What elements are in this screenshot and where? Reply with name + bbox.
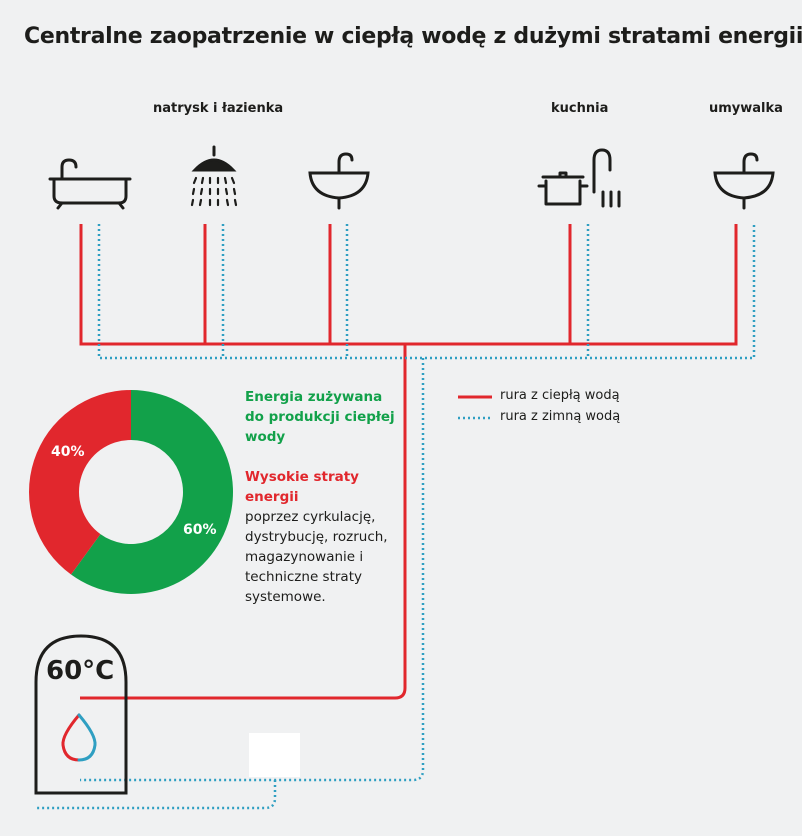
boiler-temperature: 60°C [46,656,115,686]
pie-slice-energy-loss [29,390,132,575]
cold-pipe-network [35,224,756,810]
faucet-icon [592,148,621,208]
legend-cold-label: rura z zimną wodą [500,409,621,424]
donut-chart [29,390,234,594]
label-kitchen: kuchnia [551,101,609,116]
info-loss-description: poprzez cyrkulację, dystrybucję, rozruch… [245,509,388,605]
label-shower-bath: natrysk i łazienka [153,101,284,116]
boiler-tank [34,634,128,795]
pie-label-green: 60% [183,522,217,538]
connection-box [249,733,300,777]
page-title: Centralne zaopatrzenie w ciepłą wodę z d… [24,24,802,49]
water-drop-icon [61,713,97,762]
info-energy-used: Energia zużywana do produkcji ciepłej wo… [245,389,395,445]
pot-icon [537,171,589,206]
legend-hot-label: rura z ciepłą wodą [500,388,620,403]
shower-icon [190,145,238,207]
bathtub-icon [48,158,132,210]
pie-slice-energy-used [71,390,234,594]
pie-label-red: 40% [51,444,85,460]
sink-icon [308,152,370,210]
hot-pipe-network [79,224,738,700]
info-energy-loss: Wysokie straty energii [245,469,359,505]
washbasin-sink-icon [713,152,775,210]
label-washbasin: umywalka [709,101,783,116]
